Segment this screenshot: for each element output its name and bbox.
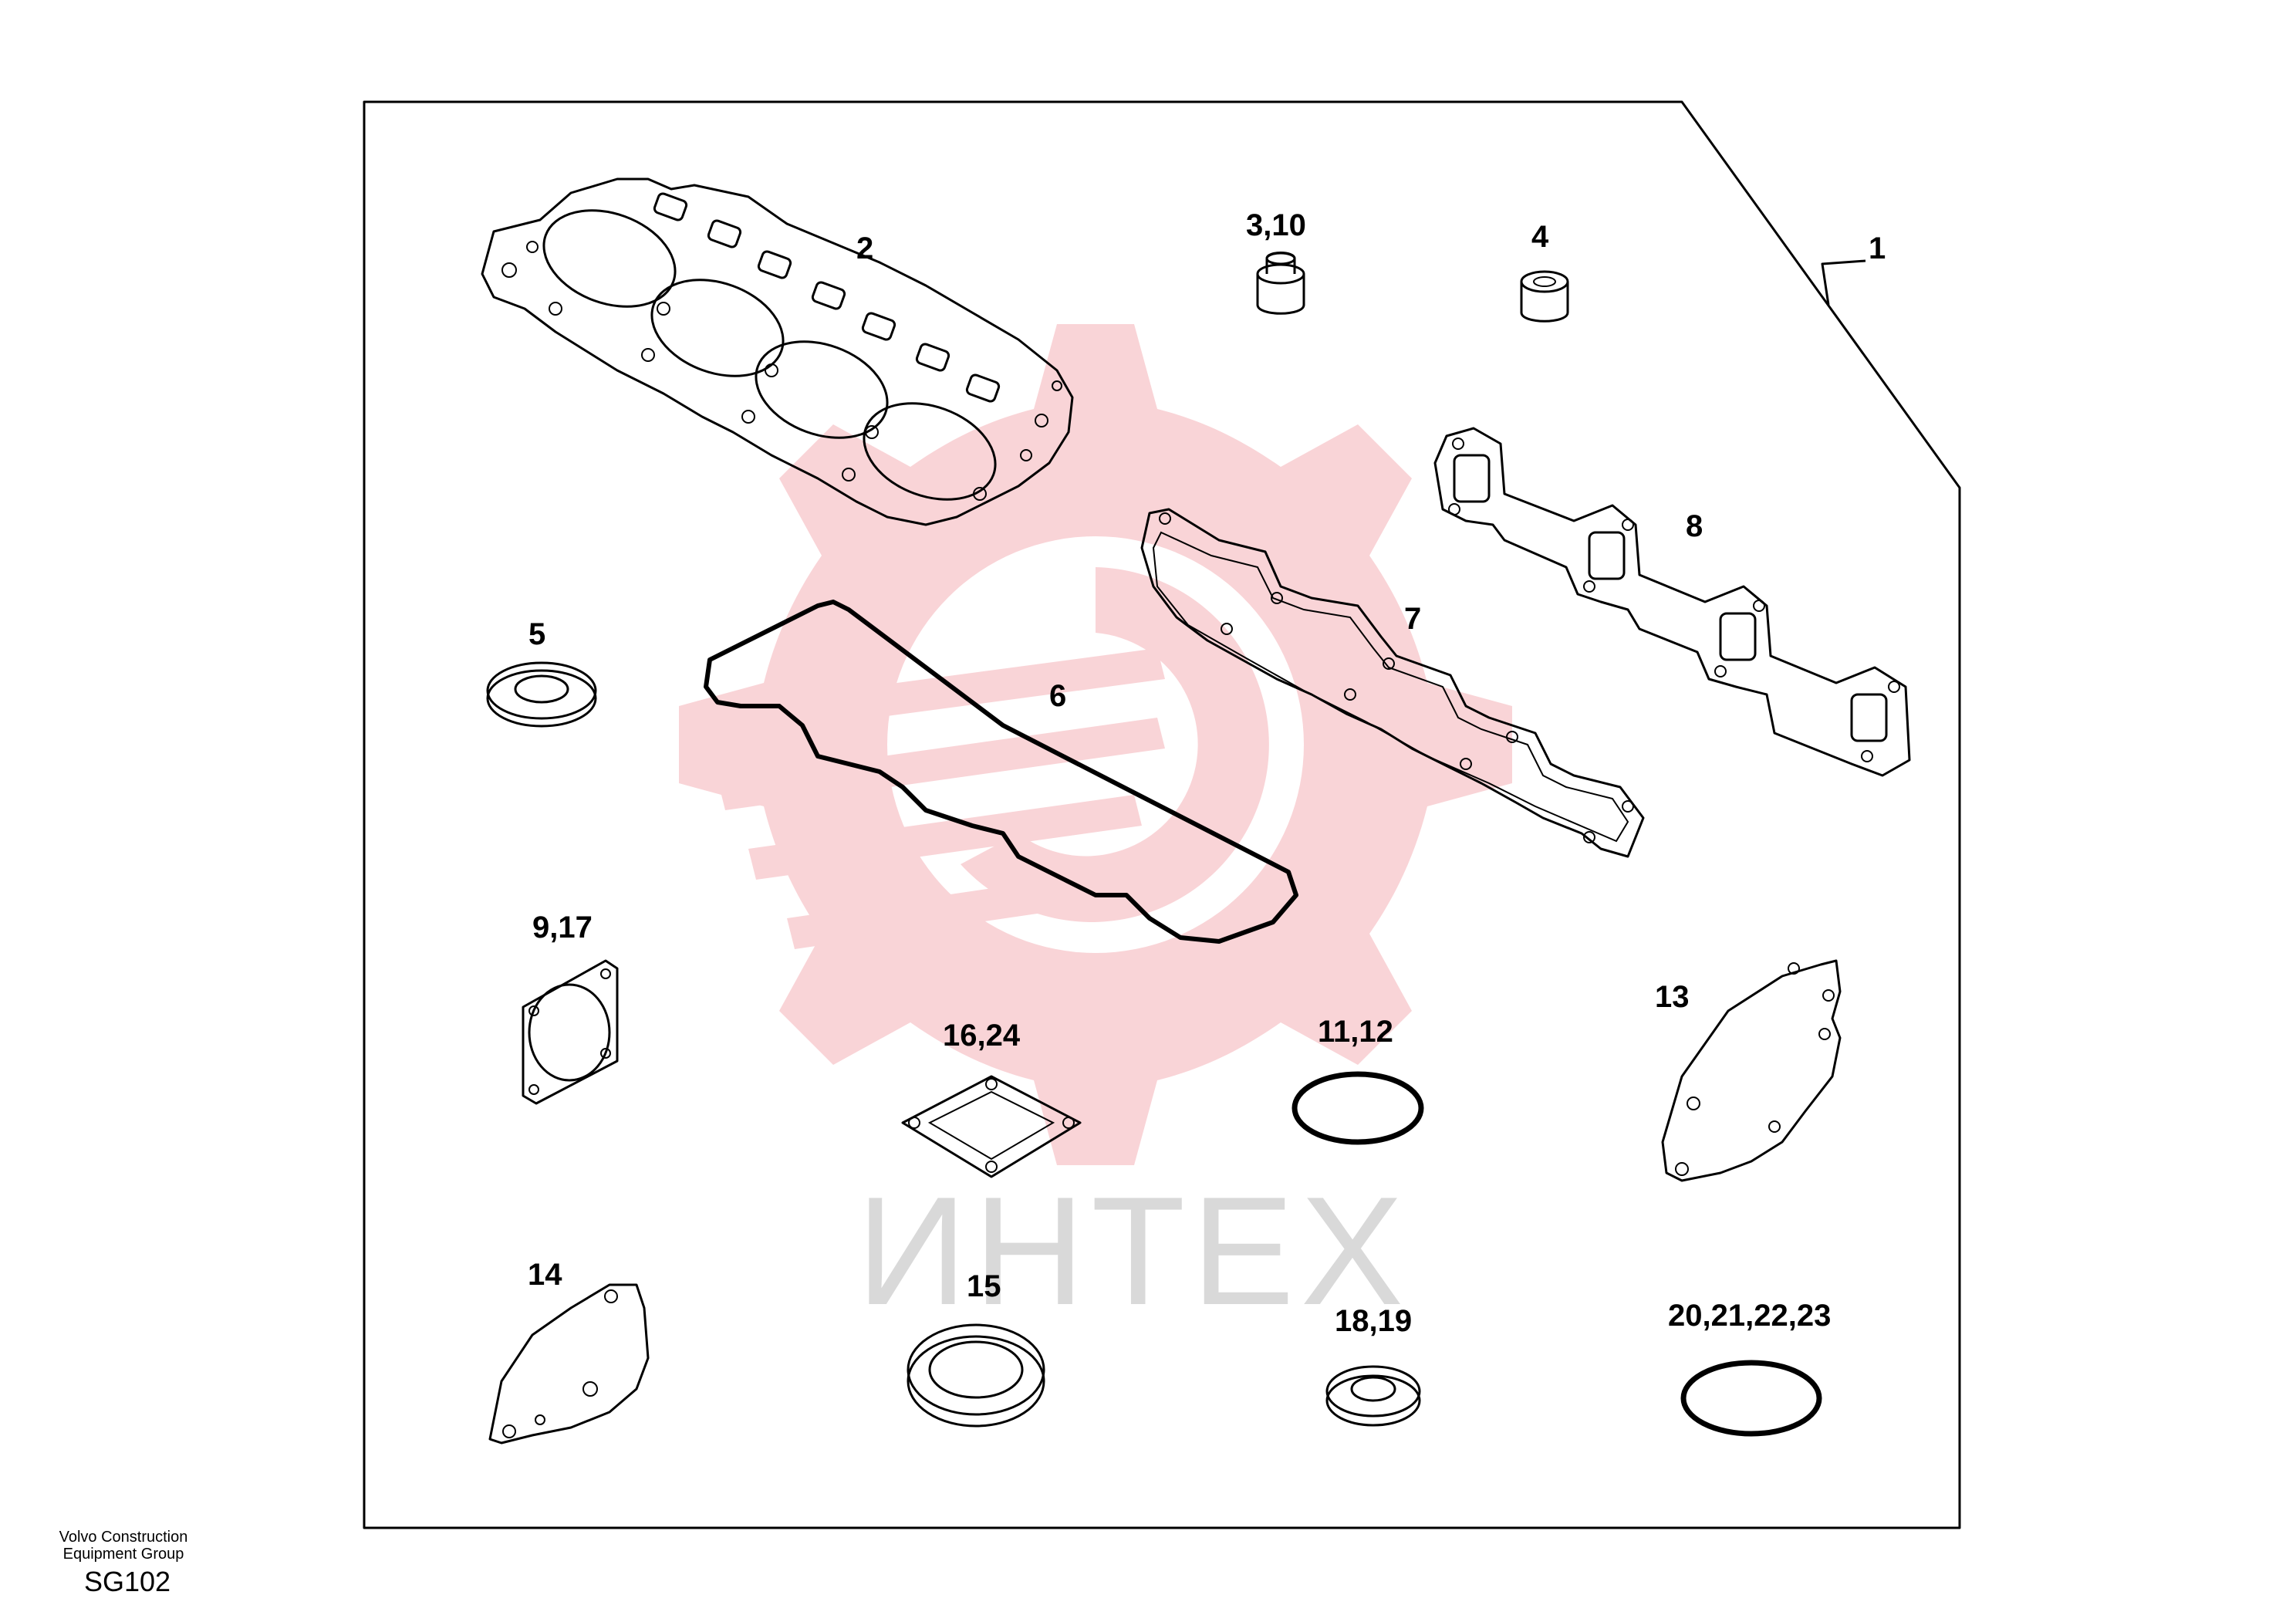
part-16-24-gasket [901,1075,1082,1178]
watermark-logo: ИНТЕХ [679,324,1512,1337]
watermark-stripe-2 [718,718,1165,810]
watermark-stripe-4 [787,872,1111,949]
label-5: 5 [528,617,545,651]
label-16-24: 16,24 [943,1019,1021,1053]
part-5-oil-seal [486,661,597,728]
label-7: 7 [1404,602,1421,636]
part-4-bushing [1520,270,1569,323]
part-13-pump-gasket [1661,959,1842,1182]
watermark-text: ИНТЕХ [856,1165,1410,1337]
part-6-cover-gasket [704,600,1298,944]
part-3-10-valve-seal [1256,252,1305,315]
label-2: 2 [856,231,873,265]
label-14: 14 [528,1258,562,1292]
label-20-23: 20,21,22,23 [1668,1299,1831,1333]
part-2-head-gasket [481,177,1074,526]
part-8-manifold-gasket [1433,427,1911,777]
part-9-17-gasket [522,959,619,1105]
part-18-19-seal [1325,1365,1421,1427]
label-8: 8 [1686,509,1703,543]
label-4: 4 [1531,220,1549,254]
caption-code: SG102 [84,1566,171,1597]
label-18-19: 18,19 [1335,1304,1412,1338]
watermark-arc-mark [961,567,1269,922]
part-15-seal [907,1323,1045,1428]
watermark-stripe-3 [748,795,1142,880]
label-6: 6 [1049,679,1066,713]
part-7-intake-gasket [1140,508,1645,858]
leader-1 [1821,259,1866,306]
kit-frame [363,100,1961,1529]
caption-line-2: Equipment Group [63,1546,184,1563]
label-9-17: 9,17 [532,911,593,944]
label-13: 13 [1655,980,1690,1014]
label-3-10: 3,10 [1246,208,1306,242]
watermark-stripe-1 [694,648,1165,741]
part-20-23-o-ring [1680,1360,1822,1437]
label-11-12: 11,12 [1318,1015,1393,1049]
part-14-housing-gasket [488,1283,650,1445]
label-1: 1 [1869,231,1886,265]
caption-line-1: Volvo Construction [59,1529,188,1546]
label-15: 15 [967,1269,1001,1303]
part-11-12-o-ring [1292,1071,1424,1145]
